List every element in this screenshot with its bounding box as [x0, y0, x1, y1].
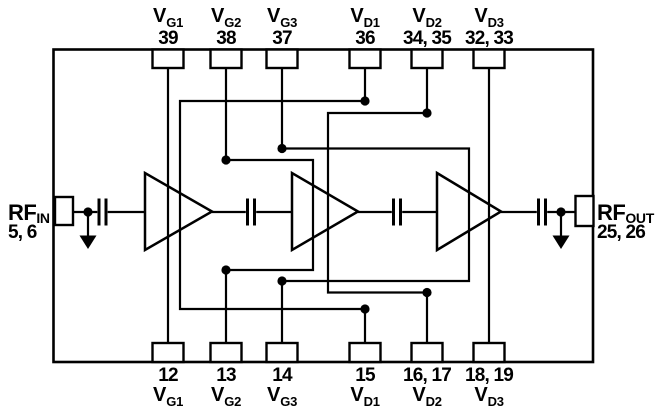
pin-pad-top-vg3	[265, 48, 299, 70]
amplifier-stage-1-icon	[143, 170, 215, 253]
junction-dot-vg2-top	[221, 155, 231, 165]
pin-number-top-vd2: 34, 35	[403, 28, 452, 49]
pin-label-bottom-vd2: VD2	[412, 384, 441, 409]
pin-pad-bottom-vg2	[209, 341, 243, 364]
pin-label-top-vg3: VG3	[267, 5, 297, 30]
pin-label-top-vd1: VD1	[350, 5, 379, 30]
rf-in-label: RFIN	[8, 200, 50, 226]
pin-number-bottom-vd2: 16, 17	[403, 365, 451, 386]
pin-label-top-vd3: VD3	[474, 5, 503, 30]
pin-label-bottom-vd3: VD3	[474, 384, 503, 409]
junction-dot-vd2-top	[422, 108, 432, 118]
rf-in-pin-numbers: 5, 6	[8, 222, 37, 243]
pin-pad-bottom-vd2	[410, 341, 444, 364]
pin-label-top-vd2: VD2	[412, 5, 441, 30]
pin-number-top-vg3: 37	[272, 28, 292, 49]
coupling-capacitor-4-icon	[537, 198, 547, 226]
pin-pad-bottom-vd1	[348, 341, 382, 364]
input-ground-arrow	[79, 235, 97, 249]
junction-dots	[83, 96, 566, 314]
pin-label-top-vg2: VG2	[211, 5, 241, 30]
rf-in-pad	[53, 195, 75, 227]
net-vd1-wire	[178, 68, 367, 343]
pin-label-bottom-vg2: VG2	[211, 384, 241, 409]
bottom-pin-pads	[151, 341, 506, 364]
pin-label-top-vg1: VG1	[153, 5, 183, 30]
pin-pad-top-vg2	[209, 48, 243, 70]
pin-number-bottom-vg1: 12	[158, 365, 178, 386]
pin-pad-top-vd2	[410, 48, 444, 70]
pin-number-bottom-vd1: 15	[355, 365, 376, 386]
bottom-pin-labels: 12 VG1 13 VG2 14 VG3 15 VD1 16, 17 VD2 1…	[153, 365, 514, 409]
pin-pad-top-vd1	[348, 48, 382, 70]
net-vg2-wire	[224, 68, 315, 343]
net-vg3-wire	[280, 68, 471, 343]
pin-number-bottom-vd3: 18, 19	[465, 365, 513, 386]
coupling-capacitor-2-icon	[246, 198, 256, 226]
top-pin-labels: VG1 39 VG2 38 VG3 37 VD1 36 VD2 34, 35 V…	[153, 5, 514, 49]
junction-dot-rf-out	[556, 207, 566, 217]
pin-label-bottom-vg1: VG1	[153, 384, 183, 409]
rf-out-label: RFOUT	[597, 200, 655, 226]
amplifier-stage-2-icon	[290, 170, 361, 253]
pin-label-bottom-vg3: VG3	[267, 384, 297, 409]
coupling-capacitor-3-icon	[392, 198, 402, 226]
junction-dot-vd1-bottom	[360, 304, 370, 314]
pin-number-bottom-vg2: 13	[216, 365, 236, 386]
junction-dot-vd2-bottom	[422, 287, 432, 298]
pin-pad-bottom-vd3	[472, 341, 506, 364]
junction-dot-vg3-bottom	[277, 276, 287, 286]
coupling-capacitor-1-icon	[97, 198, 108, 226]
pin-number-top-vg2: 38	[216, 28, 236, 49]
junction-dot-vg2-bottom	[221, 265, 231, 275]
rf-out-pad	[574, 194, 595, 228]
top-pin-pads	[151, 48, 506, 70]
net-vd2-wire	[326, 68, 429, 343]
rf-out-pin-numbers: 25, 26	[597, 222, 645, 243]
pin-number-top-vg1: 39	[158, 28, 178, 49]
pin-pad-top-vg1	[151, 48, 185, 70]
input-ground-icon	[79, 212, 97, 249]
pin-number-top-vd3: 32, 33	[465, 28, 513, 49]
junction-dot-vg3-top	[277, 143, 287, 154]
pin-pad-bottom-vg3	[265, 341, 299, 364]
pin-pad-bottom-vg1	[151, 341, 185, 364]
junction-dot-vd1-top	[360, 96, 370, 106]
output-ground-icon	[552, 212, 570, 249]
junction-dot-rf-in	[83, 207, 93, 217]
pin-number-top-vd1: 36	[355, 28, 375, 49]
pin-label-bottom-vd1: VD1	[350, 384, 379, 409]
output-ground-arrow	[552, 235, 570, 249]
rf-port-labels: RFIN 5, 6 RFOUT 25, 26	[8, 200, 655, 243]
pin-number-bottom-vg3: 14	[272, 365, 293, 386]
pin-pad-top-vd3	[472, 48, 506, 70]
